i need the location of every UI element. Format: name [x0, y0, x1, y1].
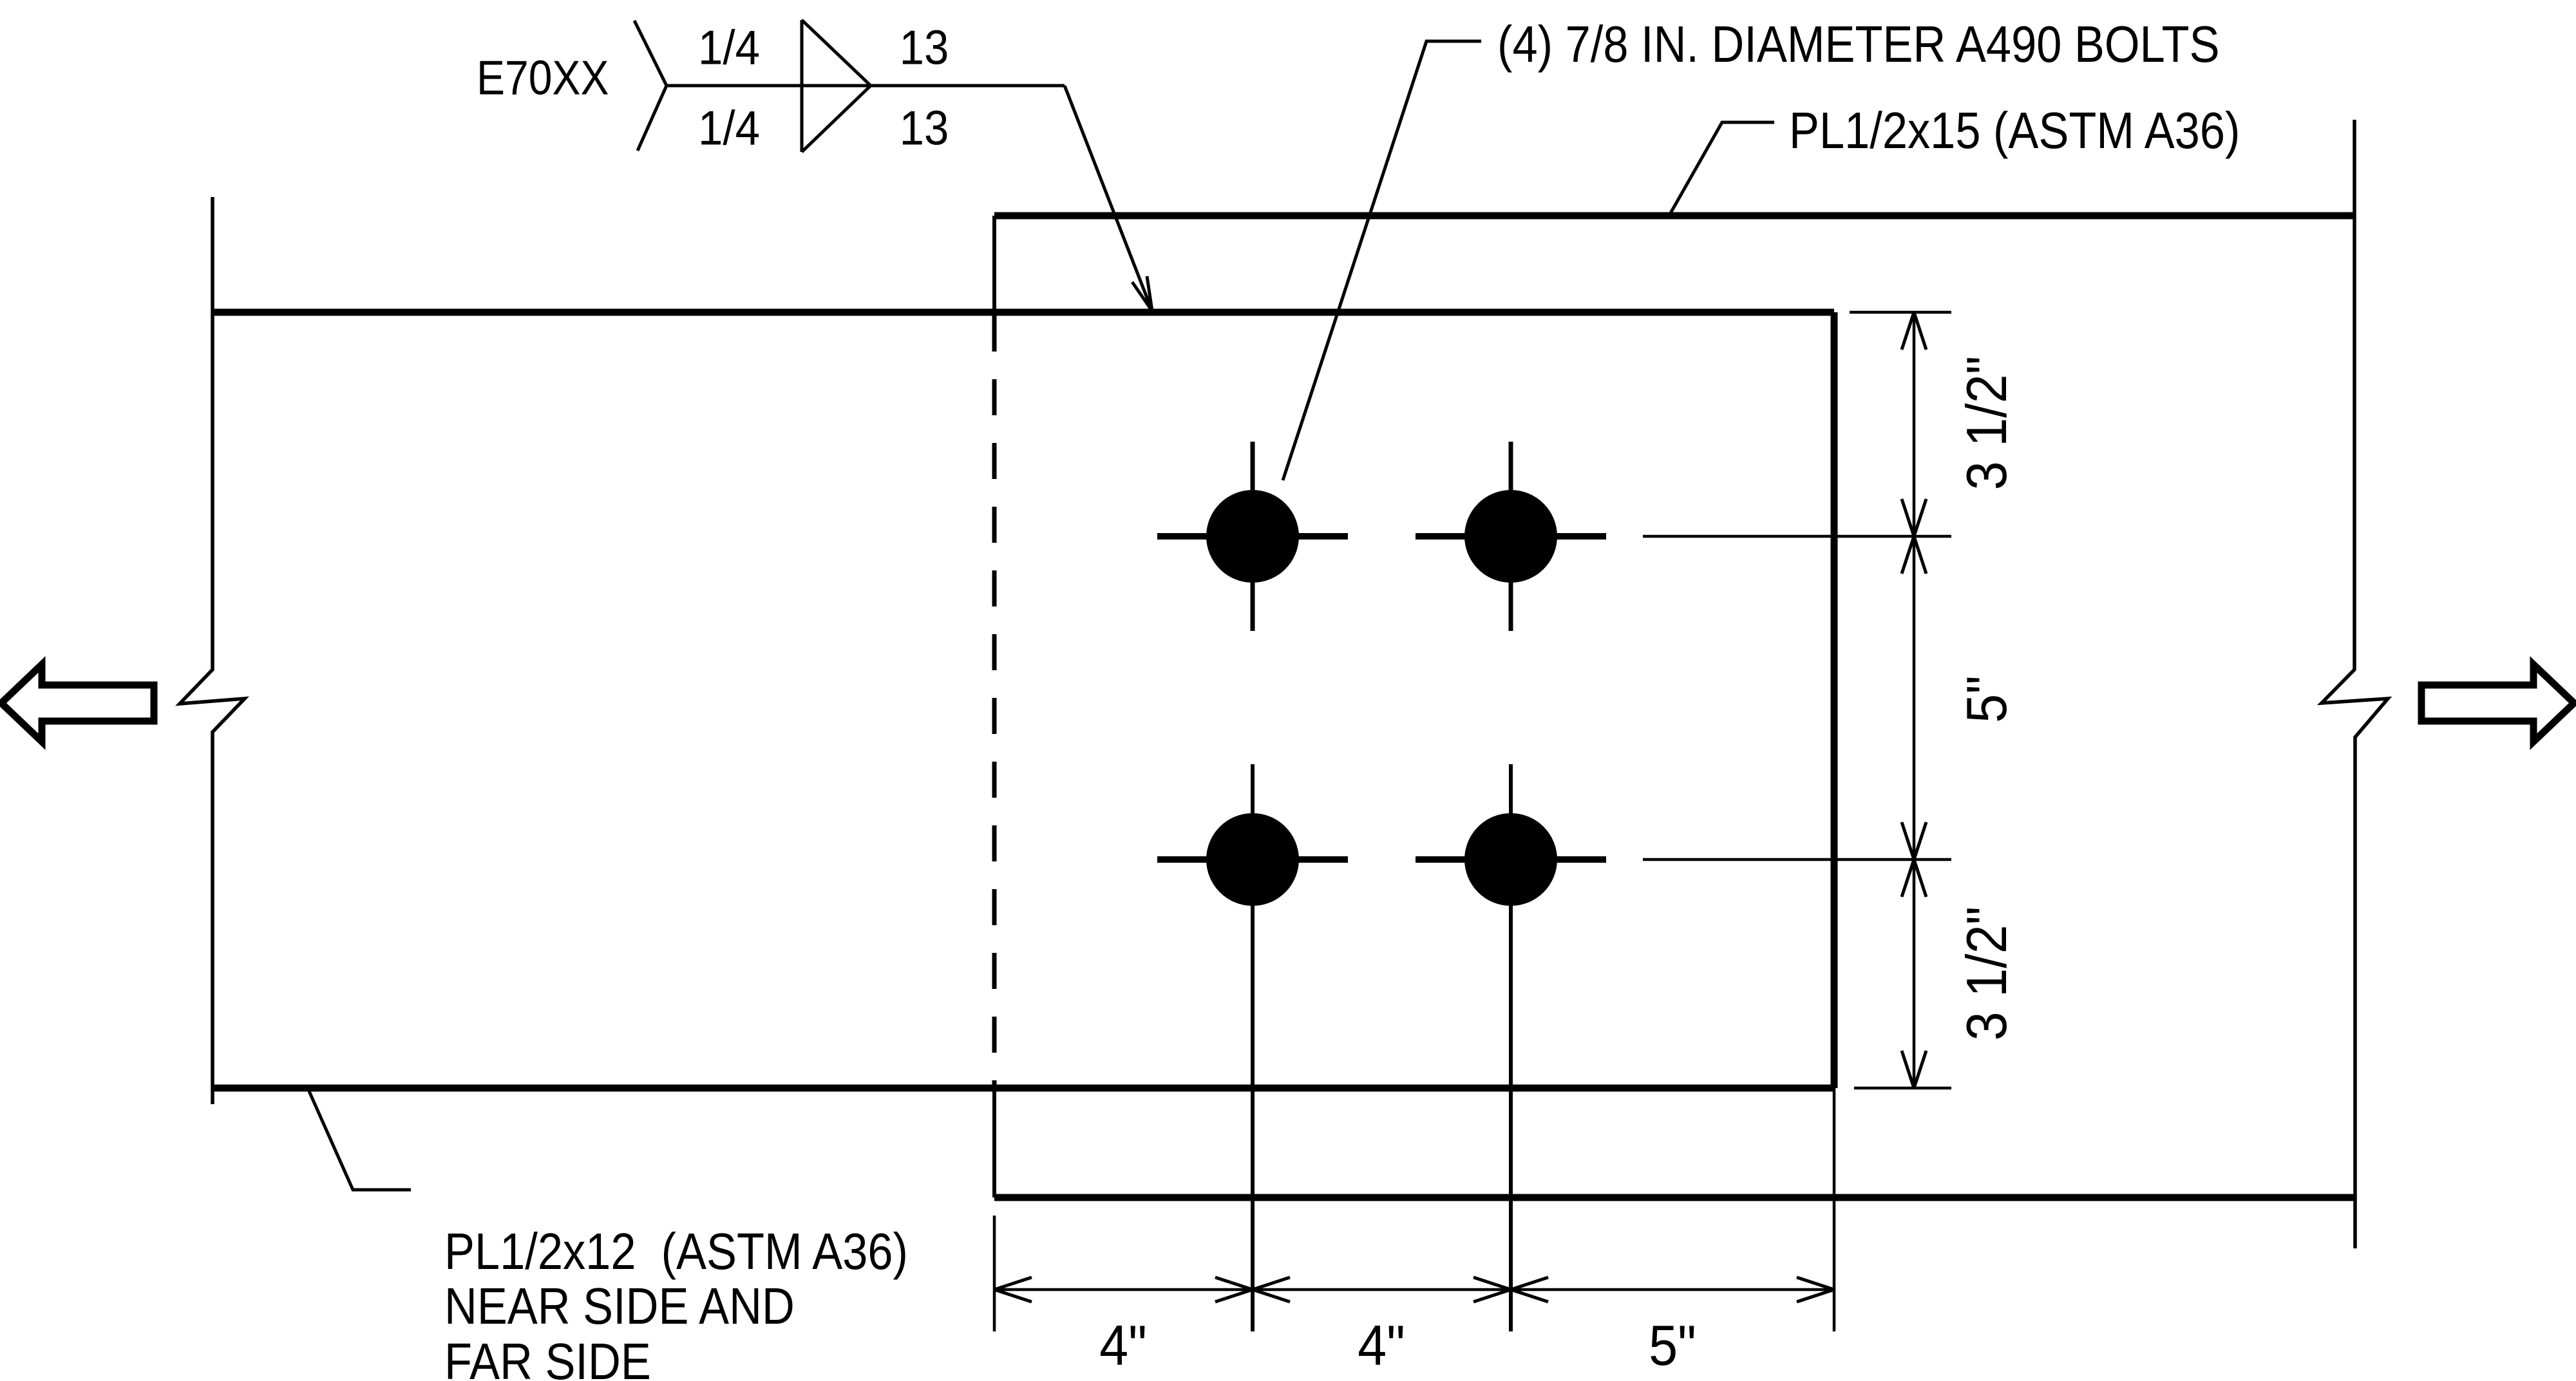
splice-plate-outline: [992, 212, 2354, 1201]
bolts-label: (4) 7/8 IN. DIAMETER A490 BOLTS: [1497, 15, 2220, 73]
weld-leader-line: [1063, 85, 1154, 312]
left-load-arrow: [0, 656, 158, 750]
weld-size-bottom-label: 1/4: [698, 100, 760, 155]
hdim-3-label: 5": [1649, 1313, 1696, 1377]
bolt: [1157, 442, 1348, 631]
weld-length-bottom-label: 13: [899, 100, 949, 155]
weld-leader-arrowhead: [1130, 276, 1154, 312]
splice-plate-label-leader: [1666, 120, 1774, 219]
main-plate-label-line1: PL1/2x12 (ASTM A36): [444, 1223, 908, 1280]
right-load-arrow: [2418, 656, 2576, 750]
vdim-mid-label: 5": [1955, 675, 2018, 723]
main-plate-outline: [213, 308, 1838, 1092]
main-plate-label-line2: NEAR SIDE AND: [444, 1277, 795, 1335]
splice-plate-label: PL1/2x15 (ASTM A36): [1789, 102, 2240, 159]
weld-size-top-label: 1/4: [698, 20, 760, 75]
main-plate-label-line3: FAR SIDE: [444, 1333, 651, 1381]
vertical-dimension: [1643, 310, 1951, 1090]
hdim-1-label: 4": [1099, 1313, 1147, 1377]
bolts-label-leader: [1281, 39, 1481, 481]
main-plate-label-leader: [307, 1090, 411, 1192]
weld-length-top-label: 13: [899, 20, 949, 75]
hdim-2-label: 4": [1358, 1313, 1405, 1377]
weld-symbol: [632, 19, 1154, 312]
left-break-line: [175, 197, 250, 1104]
horizontal-dimension: [992, 1088, 1836, 1331]
bolt: [1416, 442, 1606, 631]
vdim-top-label: 3 1/2": [1955, 355, 2018, 491]
vdim-bottom-label: 3 1/2": [1955, 906, 2018, 1041]
weld-electrode-label: E70XX: [477, 50, 609, 105]
bolt-group: [1157, 442, 1606, 1331]
right-break-line: [2316, 120, 2392, 1248]
